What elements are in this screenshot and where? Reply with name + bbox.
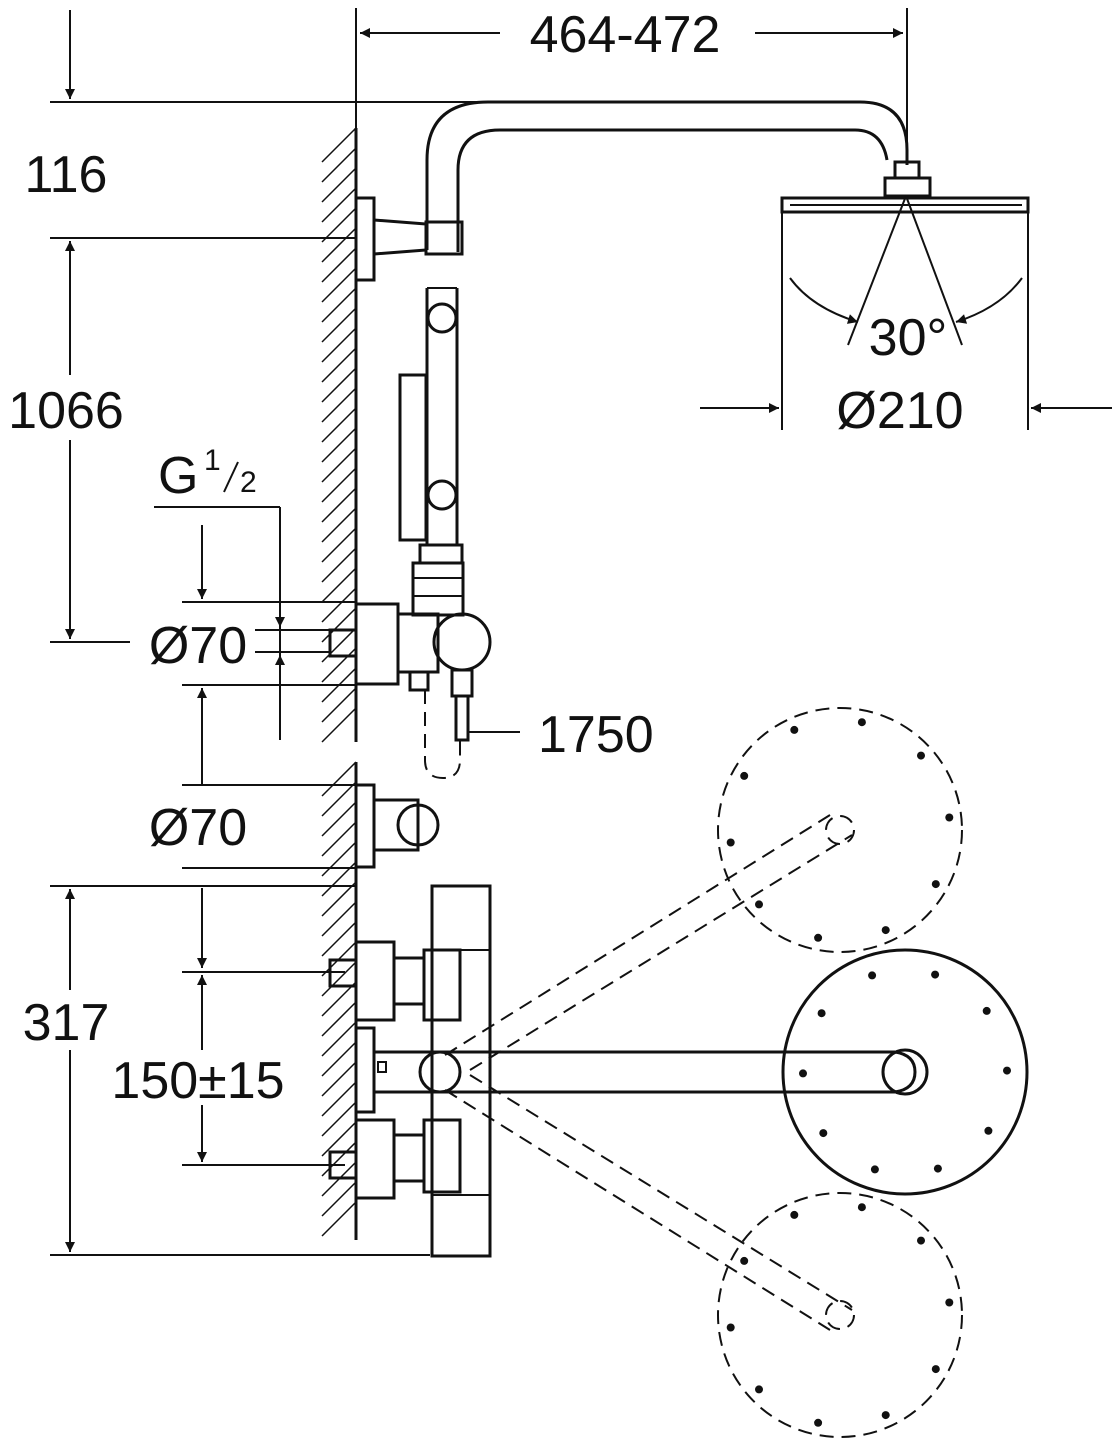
diverter-diameter-label: Ø70 [149, 617, 247, 675]
hose-length-label: 1750 [538, 706, 654, 764]
inlet-spacing-label: 150±15 [111, 1052, 284, 1110]
thread-prefix: G [158, 447, 198, 505]
arm-reach-label: 464-472 [530, 6, 721, 64]
head-diameter-label: Ø210 [836, 382, 963, 440]
wall-hatching [321, 127, 357, 1237]
head-shower: 30° Ø210 [700, 160, 1112, 440]
thermostat-height-label: 317 [23, 994, 110, 1052]
plate-screw-dots [726, 718, 1011, 1427]
lower-outlet [354, 783, 440, 869]
dimension-inlet-spacing: 150±15 [111, 971, 345, 1166]
thermostat-body [328, 884, 929, 1258]
handle-plates [717, 707, 1029, 1438]
dimension-arm-reach: 464-472 [355, 6, 908, 150]
top-offset-label: 116 [25, 146, 108, 204]
thread-denominator: 2 [240, 466, 257, 499]
handle-rotation-lines [444, 814, 853, 1331]
spray-angle-label: 30° [869, 309, 948, 367]
dimension-left-column: 116 1066 317 [8, 10, 488, 1256]
shower-arm-and-riser: 1750 [328, 100, 909, 780]
dimension-diverter: G 1 2 Ø70 Ø70 [149, 444, 356, 968]
thread-numerator: 1 [204, 444, 221, 477]
outlet-diameter-label: Ø70 [149, 799, 247, 857]
riser-height-label: 1066 [8, 382, 124, 440]
